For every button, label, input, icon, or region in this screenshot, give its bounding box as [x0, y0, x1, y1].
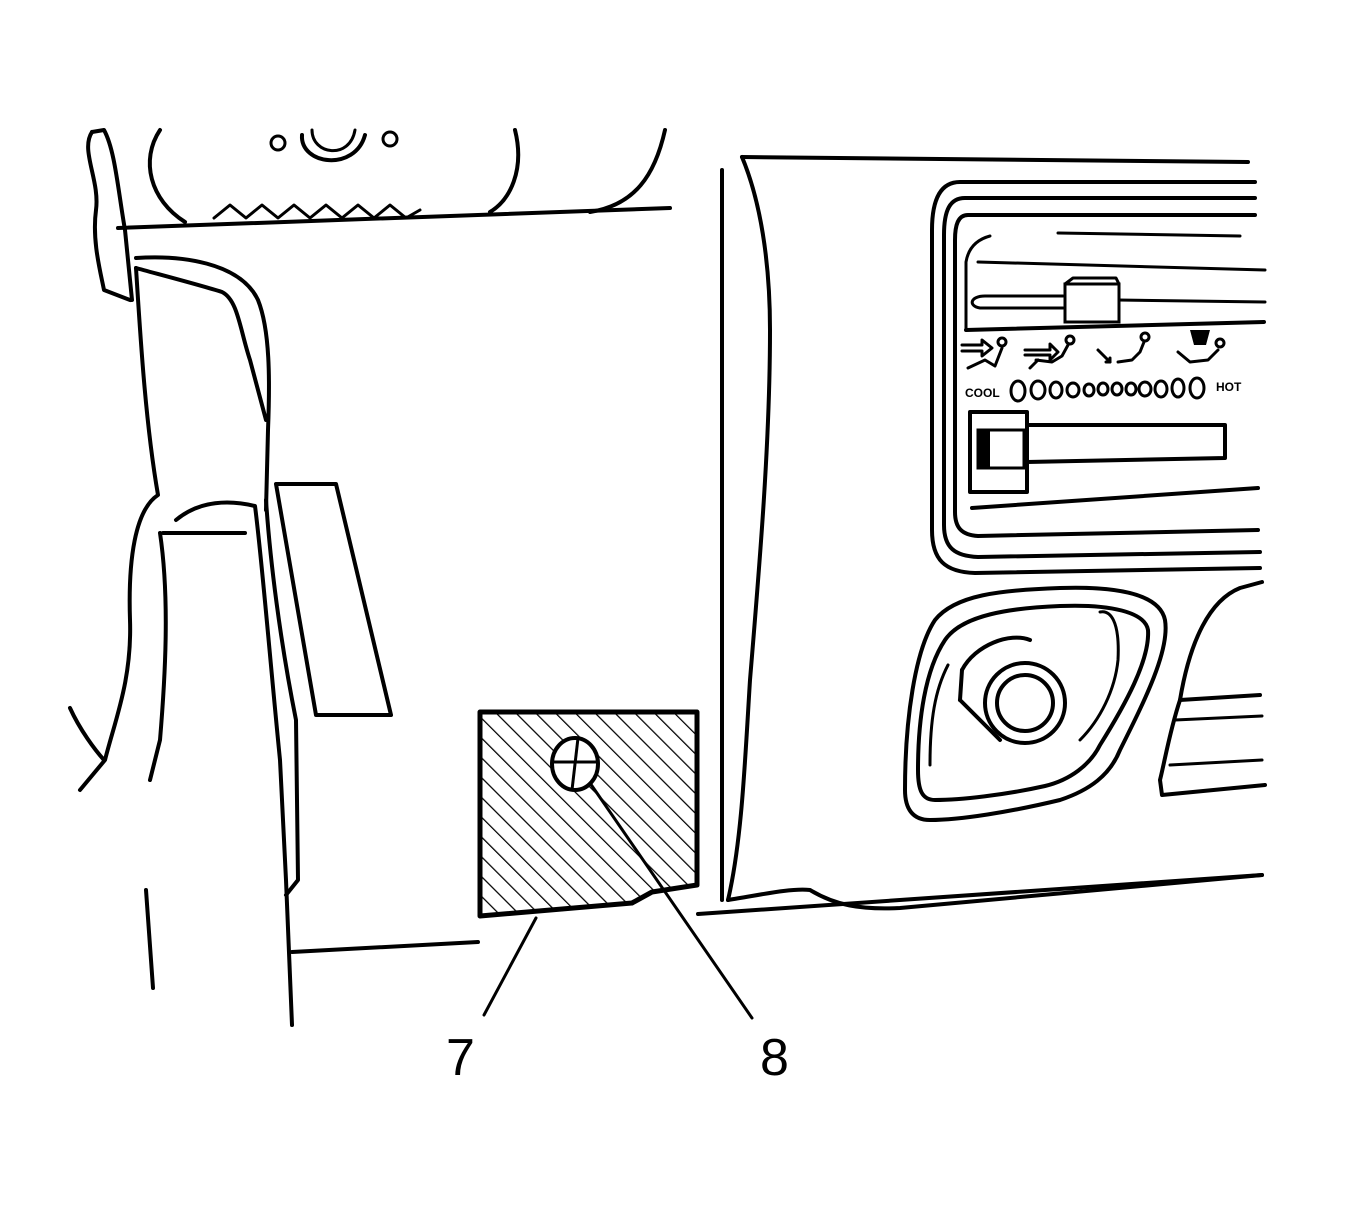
knee-bolster-vent: [274, 482, 393, 717]
mode-vent-icon: [960, 336, 1008, 370]
steering-column: [116, 128, 672, 230]
callout-label-7: 7: [446, 1029, 475, 1087]
temperature-high-label: HOT: [1216, 380, 1242, 394]
fastener-screw: [550, 736, 600, 792]
fuse-panel-cover: [477, 709, 700, 919]
mode-bilevel-icon: [1023, 334, 1076, 370]
callout-label-8: 8: [760, 1029, 789, 1087]
mode-defrost-icon: [1176, 330, 1226, 364]
lower-dash-edge: [290, 873, 1264, 954]
lighter-knob-area: [903, 585, 1168, 822]
left-pillar: [68, 128, 300, 1027]
callout-leaders: [482, 781, 754, 1020]
temperature-low-label: COOL: [965, 386, 1000, 400]
center-stack: [720, 155, 1264, 911]
hvac-control-panel: COOL HOT: [930, 180, 1267, 575]
temperature-scale-dots: [1009, 376, 1206, 403]
leader-line-8: [588, 781, 754, 1020]
right-tray: [1158, 580, 1267, 797]
mode-floor-icon: [1096, 331, 1151, 364]
leader-line-7: [482, 916, 538, 1017]
